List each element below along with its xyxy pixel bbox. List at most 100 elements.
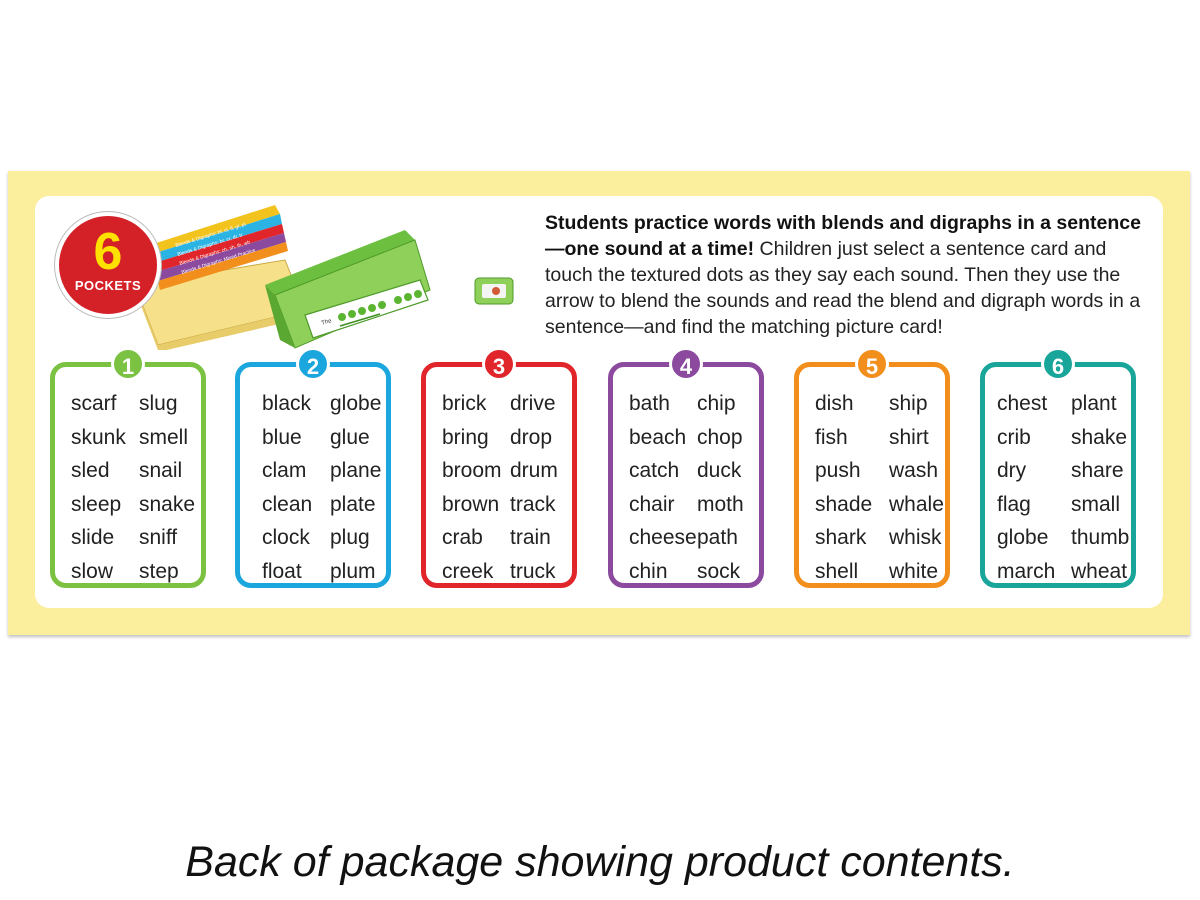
- word: white: [889, 559, 939, 583]
- word: scarf: [71, 392, 117, 415]
- word: globe: [997, 526, 1049, 549]
- set-number-badge: 6: [1041, 347, 1075, 381]
- word: plum: [330, 559, 376, 583]
- word: blue: [262, 425, 302, 449]
- word: creek: [442, 559, 494, 583]
- word: slide: [71, 526, 115, 549]
- word: dry: [997, 459, 1027, 482]
- word: chip: [697, 392, 736, 415]
- word: wheat: [1071, 559, 1128, 583]
- word: slug: [139, 392, 178, 415]
- word: black: [262, 392, 312, 415]
- word: flag: [997, 492, 1031, 516]
- word: crab: [442, 526, 483, 549]
- word: bring: [442, 425, 489, 449]
- word: share: [1071, 459, 1124, 482]
- word: train: [510, 526, 551, 549]
- word: small: [1071, 492, 1121, 516]
- pocket-tab-red: [154, 224, 284, 272]
- word: broom: [442, 459, 502, 482]
- word-list: scarf slug skunk smell sled snail sleep snake sl…: [71, 387, 195, 588]
- word: thumb: [1071, 526, 1130, 549]
- badge-label: POCKETS: [74, 278, 142, 293]
- word: path: [697, 526, 738, 549]
- word: cheese: [629, 526, 697, 549]
- word: skunk: [71, 425, 126, 449]
- word: plant: [1071, 392, 1117, 415]
- word: snail: [139, 459, 183, 482]
- set-number-badge: 1: [111, 347, 145, 381]
- word: sled: [71, 459, 110, 482]
- caption: Back of package showing product contents…: [185, 838, 1015, 886]
- pocket-tab-orange: [158, 242, 288, 290]
- word-set-6: 6 chest plant crib shake dry share flag small glo…: [980, 347, 1136, 588]
- word: wash: [889, 459, 939, 482]
- set-number-badge: 4: [669, 347, 703, 381]
- pocket-tab-blue: [152, 214, 282, 263]
- set-number-badge: 3: [482, 347, 516, 381]
- word: brick: [442, 392, 487, 415]
- word: fish: [815, 425, 848, 449]
- set-number-badge: 2: [296, 347, 330, 381]
- sentence-card: [304, 279, 429, 339]
- word: plug: [330, 526, 370, 549]
- description-body: Children just select a sentence card and…: [545, 238, 1141, 338]
- word: dish: [815, 392, 854, 415]
- pockets-badge: 6 POCKETS: [55, 212, 161, 318]
- word: globe: [330, 392, 382, 415]
- word: drop: [510, 425, 553, 449]
- word: chest: [997, 392, 1048, 415]
- textured-dots: [338, 290, 422, 321]
- word: shell: [815, 559, 859, 583]
- word: shade: [815, 492, 873, 516]
- word: plane: [330, 459, 382, 482]
- word: smell: [139, 425, 189, 449]
- word: crib: [997, 425, 1031, 449]
- word: clock: [262, 526, 310, 549]
- word: truck: [510, 559, 556, 583]
- word: whisk: [889, 526, 942, 549]
- word: bath: [629, 392, 670, 415]
- word: catch: [629, 459, 680, 482]
- word: snake: [139, 492, 196, 516]
- blend-arrow: [339, 313, 381, 327]
- word: plate: [330, 492, 376, 516]
- word: march: [997, 559, 1056, 583]
- set-number-badge: 5: [855, 347, 889, 381]
- word: glue: [330, 425, 370, 449]
- pocket-tab-purple: [156, 233, 286, 281]
- word: chop: [697, 425, 743, 449]
- product-description: Students practice words with blends and …: [545, 210, 1155, 340]
- pocket-tab-yellow: [150, 205, 280, 254]
- word: push: [815, 459, 861, 482]
- word: track: [510, 492, 556, 516]
- word: sock: [697, 559, 741, 583]
- word: drive: [510, 392, 556, 415]
- description-headline: Students practice words with blends and …: [545, 212, 1141, 260]
- word: clean: [262, 492, 313, 516]
- product-illustration: Blends & Digraphs: bl, cl, fl, gl, pl Bl…: [134, 205, 514, 350]
- word: moth: [697, 492, 744, 516]
- word: chair: [629, 492, 675, 516]
- word: drum: [510, 459, 558, 482]
- word: chin: [629, 559, 668, 583]
- badge-number: 6: [93, 223, 123, 281]
- word: sleep: [71, 492, 122, 516]
- word: duck: [697, 459, 742, 482]
- word: step: [139, 559, 179, 583]
- word-list: chest plant crib shake dry share flag small glob…: [997, 387, 1129, 588]
- word: sniff: [139, 526, 178, 549]
- word: beach: [629, 425, 687, 449]
- word: shirt: [889, 425, 929, 449]
- word: shake: [1071, 425, 1128, 449]
- card-word: The: [321, 318, 333, 327]
